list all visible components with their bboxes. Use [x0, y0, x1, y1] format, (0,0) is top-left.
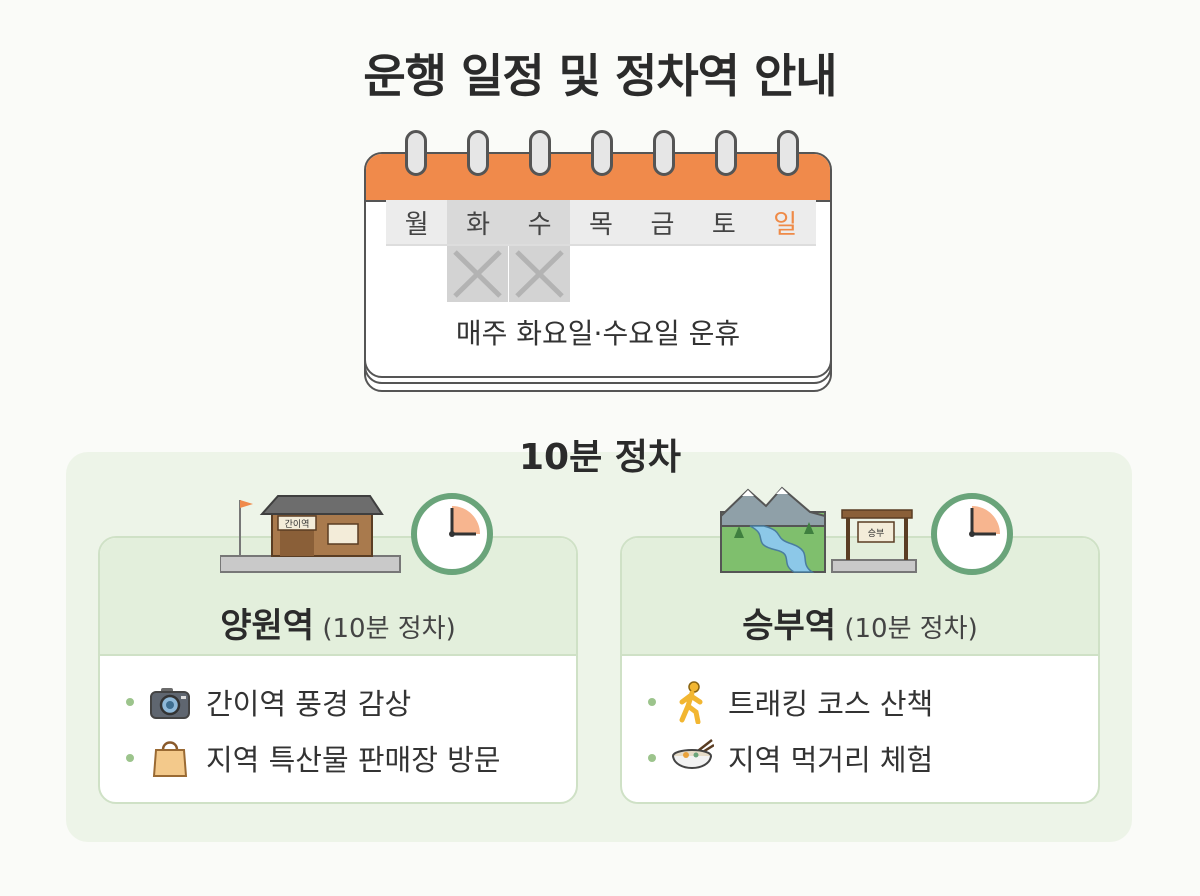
bullet-icon [648, 698, 656, 706]
day-sun: 일 [773, 209, 798, 240]
stops-title: 10분 정차 [519, 437, 681, 478]
station-title: 승부역 (10분 정차) [622, 598, 1098, 647]
station-building-icon: 간이역 [220, 495, 401, 573]
day-fri: 금 [650, 209, 675, 240]
station-title: 양원역 (10분 정차) [100, 598, 576, 647]
station-stop-duration: (10분 정차) [844, 614, 978, 644]
station-card-header [622, 538, 1098, 656]
bullet-icon [648, 754, 656, 762]
day-wed: 수 [508, 200, 571, 244]
calendar-rings [364, 130, 832, 190]
activity-list: 트래킹 코스 산책 지역 먹거리 체험 [648, 674, 1088, 786]
activity-label: 간이역 풍경 감상 [206, 687, 412, 721]
calendar: 월 화 수 목 금 토 일 매주 화요일·수요일 운휴 [364, 130, 836, 396]
walking-person-icon [679, 681, 703, 724]
page-title: 운행 일정 및 정차역 안내 [363, 49, 837, 103]
bullet-icon [126, 698, 134, 706]
calendar-ring-icon [591, 130, 613, 176]
calendar-ring-icon [467, 130, 489, 176]
activity-label: 지역 특산물 판매장 방문 [206, 743, 501, 777]
station-sign-icon: 승부 [831, 509, 917, 573]
station-sign-text: 승부 [868, 528, 885, 539]
list-item: 간이역 풍경 감상 [126, 674, 566, 730]
calendar-ring-icon [715, 130, 737, 176]
activity-label: 지역 먹거리 체험 [728, 743, 934, 777]
calendar-ring-icon [653, 130, 675, 176]
day-sat: 토 [711, 209, 736, 240]
station-name: 승부역 [742, 606, 837, 646]
clock-icon [931, 493, 1013, 575]
weekday-row: 월 화 수 목 금 토 일 [386, 200, 816, 246]
mountain-river-icon [720, 486, 826, 573]
calendar-ring-icon [405, 130, 427, 176]
calendar-ring-icon [529, 130, 551, 176]
calendar-ring-icon [777, 130, 799, 176]
station-sign-text: 간이역 [285, 519, 310, 530]
station-card-seungbu: 승부역 (10분 정차) 트래킹 코스 산책 지역 먹거리 체험 [620, 536, 1100, 804]
clock-icon [411, 493, 493, 575]
shopping-bag-icon [152, 741, 188, 777]
camera-icon [150, 688, 190, 719]
noodle-bowl-icon [672, 739, 714, 769]
station-stop-duration: (10분 정차) [322, 614, 456, 644]
calendar-note: 매주 화요일·수요일 운휴 [455, 317, 741, 350]
calendar-page [364, 152, 832, 378]
activity-list: 간이역 풍경 감상 지역 특산물 판매장 방문 [126, 674, 566, 786]
closed-x-icon [509, 246, 570, 302]
list-item: 지역 특산물 판매장 방문 [126, 730, 566, 786]
closed-x-icon [447, 246, 508, 302]
list-item: 지역 먹거리 체험 [648, 730, 1088, 786]
bullet-icon [126, 754, 134, 762]
station-card-yangwon: 양원역 (10분 정차) 간이역 풍경 감상 지역 특산물 판매장 방문 [98, 536, 578, 804]
day-mon: 월 [404, 209, 429, 240]
day-thu: 목 [589, 209, 613, 240]
day-tue: 화 [447, 200, 509, 244]
list-item: 트래킹 코스 산책 [648, 674, 1088, 730]
activity-label: 트래킹 코스 산책 [728, 687, 934, 721]
station-name: 양원역 [220, 606, 315, 646]
